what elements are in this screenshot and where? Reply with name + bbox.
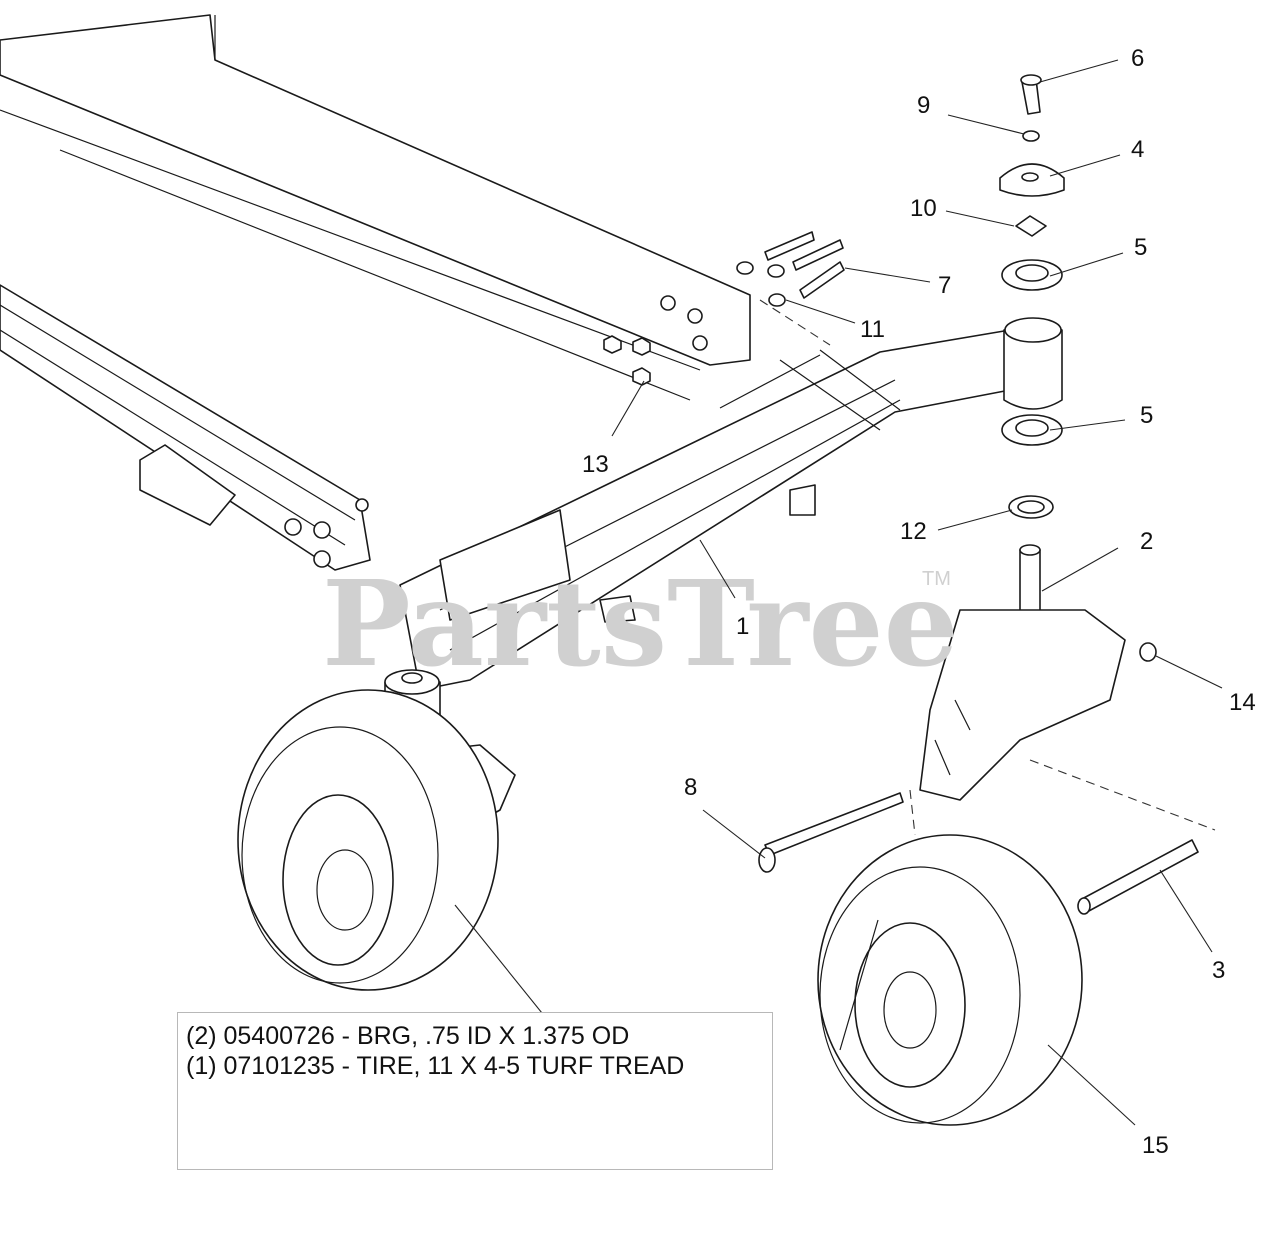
callout-4: 4 [1131,136,1144,163]
right-wheel [817,834,1083,1126]
callout-5-top: 5 [1134,234,1147,261]
pivot-hardware [999,74,1157,662]
axle-bolt-and-spacer [758,792,1199,915]
callout-12: 12 [900,518,927,545]
callout-5-bottom: 5 [1140,402,1153,429]
callout-6: 6 [1131,45,1144,72]
callout-11: 11 [860,316,885,343]
callout-1: 1 [736,613,749,640]
watermark-trademark: TM [922,568,951,590]
watermark-text: PartsTree [322,554,959,693]
callout-2: 2 [1140,528,1153,555]
parts-note-box: (2) 05400726 - BRG, .75 ID X 1.375 OD (1… [177,1012,773,1170]
callout-14: 14 [1229,689,1256,716]
callout-13: 13 [582,451,609,478]
callout-15: 15 [1142,1132,1169,1159]
mower-frame [0,14,751,571]
bolt-hardware [603,231,845,386]
callout-labels: 6 9 4 10 5 7 11 5 13 12 2 1 14 8 3 15 [582,45,1256,1159]
note-tire: (1) 07101235 - TIRE, 11 X 4-5 TURF TREAD [186,1052,685,1080]
assembly-lines [759,299,1216,836]
leader-lines [454,59,1223,1126]
right-caster-yoke [919,544,1126,801]
callout-10: 10 [910,195,937,222]
callout-8: 8 [684,774,697,801]
note-bearing: (2) 05400726 - BRG, .75 ID X 1.375 OD [186,1022,630,1050]
callout-9: 9 [917,92,930,119]
callout-3: 3 [1212,957,1225,984]
left-wheel [237,689,499,991]
callout-7: 7 [938,272,951,299]
